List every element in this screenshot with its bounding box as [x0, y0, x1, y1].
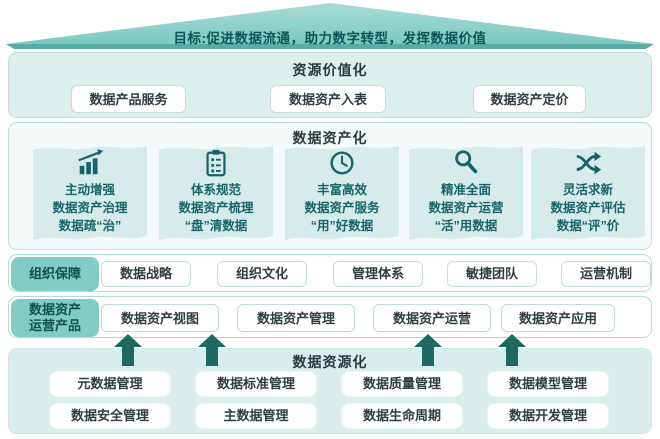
product-row: 数据资产 运营产品 数据资产视图 数据资产管理 数据资产运营 数据资产应用 [8, 296, 652, 338]
card-line: 数据疏“治” [58, 219, 122, 233]
roof-arrow-shape [6, 3, 654, 49]
resource-item-box: 数据标准管理 [195, 371, 317, 397]
resource-item-box: 数据安全管理 [49, 403, 171, 429]
resource-item-box: 数据生命周期 [341, 403, 463, 429]
resource-item-box: 数据模型管理 [487, 371, 609, 397]
shuffle-icon [576, 151, 602, 175]
up-arrow-icon [498, 334, 526, 366]
asset-section-title: 数据资产化 [292, 130, 368, 146]
value-item-box: 数据资产定价 [473, 85, 586, 113]
asset-card: 体系规范 数据资产梳理 “盘”清数据 [159, 141, 273, 245]
card-line: 数据“评”价 [556, 219, 620, 233]
product-item-box: 数据资产应用 [501, 304, 615, 332]
card-line: 数据资产运营 [428, 201, 504, 215]
product-item-box: 数据资产视图 [101, 304, 219, 332]
card-line: “活”用数据 [434, 219, 498, 233]
asset-card: 精准全面 数据资产运营 “活”用数据 [409, 141, 523, 245]
wavy-card-shape [409, 146, 523, 240]
resource-item-box: 主数据管理 [195, 403, 317, 429]
card-line: 体系规范 [190, 183, 241, 197]
magnifier-icon [455, 150, 478, 174]
card-line: 数据资产梳理 [178, 201, 254, 215]
resource-section-panel: 数据资源化 元数据管理 数据标准管理 数据质量管理 数据模型管理 数据安全管理 … [8, 348, 652, 434]
resource-item-box: 数据开发管理 [487, 403, 609, 429]
up-arrow-icon [414, 334, 442, 366]
card-line: 精准全面 [440, 183, 491, 197]
card-line: 数据资产治理 [52, 201, 128, 215]
value-item-box: 数据产品服务 [71, 85, 186, 113]
wavy-card-shape [531, 146, 645, 240]
product-row-label: 数据资产 运营产品 [11, 299, 99, 337]
org-row-label: 组织保障 [11, 257, 99, 291]
goal-banner: 目标:促进数据流通，助力数字转型，发挥数据价值 [0, 0, 660, 50]
org-item-box: 组织文化 [217, 261, 307, 287]
org-item-box: 数据战略 [101, 261, 191, 287]
product-row-label-line1: 数据资产 [28, 302, 81, 317]
resource-item-box: 元数据管理 [49, 371, 171, 397]
wavy-card-shape [285, 146, 399, 240]
org-item-box: 管理体系 [333, 261, 423, 287]
up-arrow-icon [114, 334, 142, 366]
wavy-card-shape [33, 146, 147, 240]
wavy-card-shape [159, 146, 273, 240]
resource-section-title: 数据资源化 [292, 354, 368, 370]
asset-section-panel: 数据资产化 主动增强 数据资产治理 数据疏“治” [8, 122, 652, 250]
card-line: 灵活求新 [562, 183, 613, 197]
asset-card: 灵活求新 数据资产评估 数据“评”价 [531, 141, 645, 245]
org-item-box: 运营机制 [561, 261, 651, 287]
value-section-title: 资源价值化 [292, 62, 368, 78]
clock-icon [330, 151, 354, 175]
card-line: “盘”清数据 [184, 219, 248, 233]
growth-chart-icon [78, 148, 104, 175]
product-item-box: 数据资产管理 [237, 304, 355, 332]
card-line: 数据资产评估 [550, 201, 626, 215]
value-item-box: 数据资产入表 [270, 85, 386, 113]
value-section-panel: 资源价值化 数据产品服务 数据资产入表 数据资产定价 [8, 52, 652, 118]
card-line: “用”好数据 [310, 219, 374, 233]
org-row: 组织保障 数据战略 组织文化 管理体系 敏捷团队 运营机制 [8, 254, 652, 292]
goal-banner-text: 目标:促进数据流通，助力数字转型，发挥数据价值 [173, 31, 487, 46]
asset-card: 丰富高效 数据资产服务 “用”好数据 [285, 141, 399, 245]
clipboard-checklist-icon [206, 149, 226, 177]
product-item-box: 数据资产运营 [373, 304, 491, 332]
org-item-box: 敏捷团队 [447, 261, 537, 287]
product-row-label-line2: 运营产品 [28, 318, 81, 333]
card-line: 主动增强 [64, 183, 115, 197]
up-arrow-icon [198, 334, 226, 366]
asset-card: 主动增强 数据资产治理 数据疏“治” [33, 141, 147, 245]
resource-item-box: 数据质量管理 [341, 371, 463, 397]
card-line: 数据资产服务 [304, 201, 380, 215]
card-line: 丰富高效 [316, 183, 367, 197]
